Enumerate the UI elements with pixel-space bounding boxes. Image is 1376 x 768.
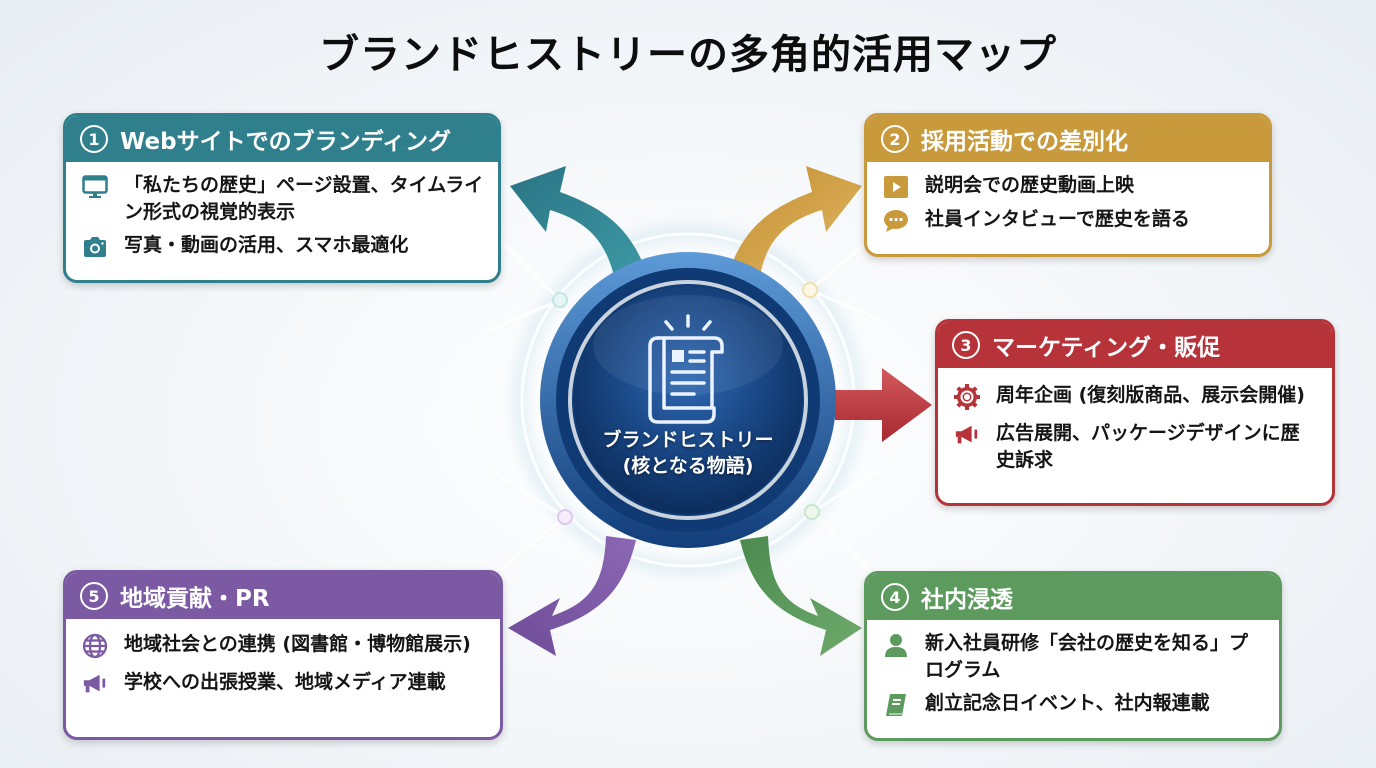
list-item: 創立記念日イベント、社内報連載: [883, 690, 1265, 718]
card-number: 3: [952, 331, 980, 359]
item-text: 周年企画 (復刻版商品、展示会開催): [996, 384, 1305, 406]
connector-lines: [489, 238, 881, 572]
camera-icon: [82, 234, 108, 260]
item-text: 「私たちの歴史」ページ設置、タイムライン形式の視覚的表示: [124, 174, 484, 223]
item-text: 創立記念日イベント、社内報連載: [925, 692, 1210, 714]
item-text: 学校への出張授業、地域メディア連載: [124, 671, 446, 693]
card-recruiting: 2 採用活動での差別化 説明会での歴史動画上映 社員インタビューで歴史を語る: [864, 113, 1272, 257]
list-item: 写真・動画の活用、スマホ最適化: [82, 232, 484, 260]
item-text: 社員インタビューで歴史を語る: [925, 208, 1190, 230]
card-header: 5 地域貢献・PR: [66, 573, 500, 619]
document-scroll-icon: [648, 314, 724, 424]
chat-bubble-icon: [883, 208, 909, 234]
card-title: Webサイトでのブランディング: [120, 129, 452, 155]
item-text: 写真・動画の活用、スマホ最適化: [124, 234, 409, 256]
card-web-branding: 1 Webサイトでのブランディング 「私たちの歴史」ページ設置、タイムライン形式…: [63, 113, 501, 283]
arrow-to-web: [510, 166, 645, 276]
notebook-icon: [883, 692, 909, 718]
card-header: 4 社内浸透: [867, 574, 1279, 620]
page-title: ブランドヒストリーの多角的活用マップ: [319, 32, 1057, 78]
list-item: 説明会での歴史動画上映: [883, 172, 1255, 200]
item-text: 説明会での歴史動画上映: [925, 174, 1135, 196]
card-marketing: 3 マーケティング・販促 周年企画 (復刻版商品、展示会開催) 広告展開、パッケ…: [935, 319, 1335, 506]
list-item: 学校への出張授業、地域メディア連載: [82, 669, 486, 697]
list-item: 新入社員研修「会社の歴史を知る」プログラム: [883, 630, 1265, 684]
arrow-to-regional: [508, 536, 636, 656]
megaphone-icon: [954, 422, 980, 448]
card-header: 3 マーケティング・販促: [938, 322, 1332, 368]
monitor-icon: [82, 174, 108, 200]
megaphone-icon: [82, 671, 108, 697]
card-title: 社内浸透: [921, 587, 1013, 613]
core-label-line2: (核となる物語): [622, 455, 754, 477]
person-icon: [883, 632, 909, 658]
card-title: 採用活動での差別化: [921, 129, 1128, 155]
card-header: 2 採用活動での差別化: [867, 116, 1269, 162]
card-title: 地域貢献・PR: [120, 586, 270, 612]
core-node: [540, 252, 836, 548]
card-regional-pr: 5 地域貢献・PR 地域社会との連携 (図書館・博物館展示) 学校への出張授業、…: [63, 570, 503, 740]
list-item: 社員インタビューで歴史を語る: [883, 206, 1255, 234]
arrow-to-marketing: [835, 368, 932, 442]
item-text: 広告展開、パッケージデザインに歴史訴求: [996, 422, 1300, 471]
connector-nodes: [552, 282, 820, 525]
list-item: 周年企画 (復刻版商品、展示会開催): [954, 382, 1318, 410]
card-title: マーケティング・販促: [992, 335, 1221, 361]
list-item: 「私たちの歴史」ページ設置、タイムライン形式の視覚的表示: [82, 172, 484, 226]
play-icon: [883, 174, 909, 200]
card-number: 2: [881, 125, 909, 153]
core-label-line1: ブランドヒストリー: [602, 429, 774, 451]
card-number: 4: [881, 583, 909, 611]
item-text: 新入社員研修「会社の歴史を知る」プログラム: [925, 632, 1249, 681]
list-item: 地域社会との連携 (図書館・博物館展示): [82, 631, 486, 659]
item-text: 地域社会との連携 (図書館・博物館展示): [124, 633, 471, 655]
core-label: ブランドヒストリー (核となる物語): [588, 427, 788, 479]
card-number: 1: [80, 125, 108, 153]
card-number: 5: [80, 582, 108, 610]
arrow-to-internal: [740, 536, 862, 656]
card-internal: 4 社内浸透 新入社員研修「会社の歴史を知る」プログラム 創立記念日イベント、社…: [864, 571, 1282, 741]
arrow-to-recruit: [730, 166, 862, 276]
list-item: 広告展開、パッケージデザインに歴史訴求: [954, 420, 1318, 474]
gear-icon: [954, 384, 980, 410]
globe-icon: [82, 633, 108, 659]
card-header: 1 Webサイトでのブランディング: [66, 116, 498, 162]
